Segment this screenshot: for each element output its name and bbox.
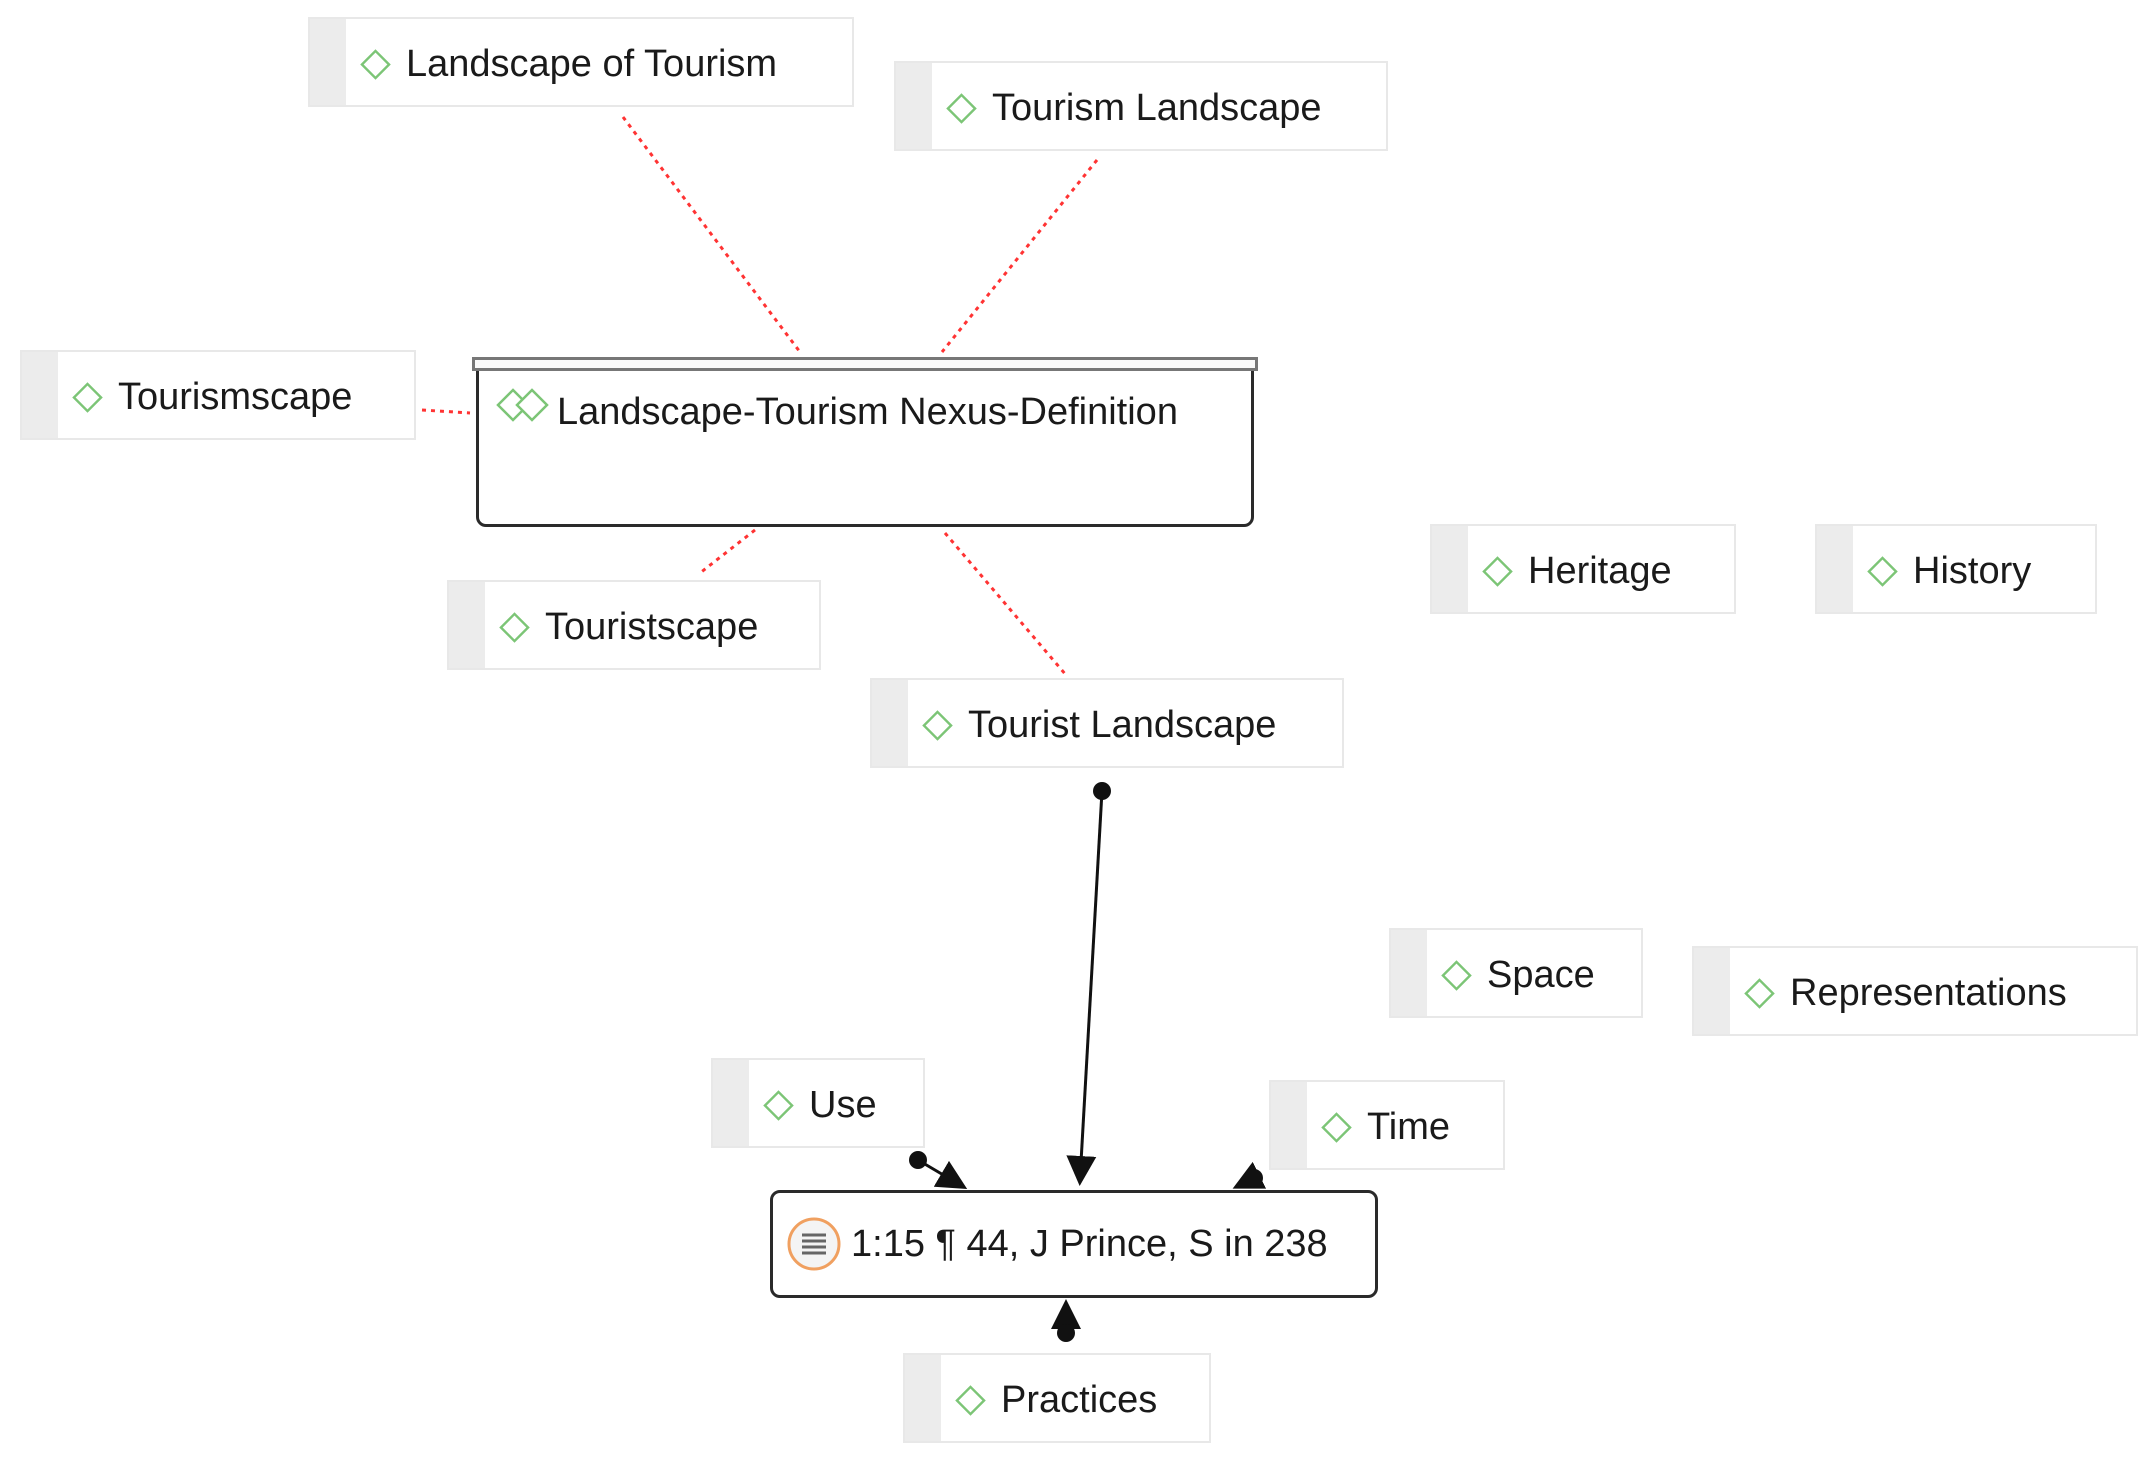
relation-tourist-landscape[interactable]: [1066, 790, 1104, 1186]
node-tab: [449, 582, 485, 668]
relation-time-dot: [1245, 1169, 1263, 1187]
node-tab: [1391, 930, 1427, 1016]
code-node-use[interactable]: Use: [711, 1058, 925, 1148]
code-node-tourismscape[interactable]: Tourismscape: [20, 350, 416, 440]
code-node-time[interactable]: Time: [1269, 1080, 1505, 1170]
node-tab: [905, 1355, 941, 1441]
relation-tourist-landscape-dot: [1093, 782, 1111, 800]
code-group-node[interactable]: Landscape-Tourism Nexus-Definition: [476, 357, 1254, 527]
code-node-touristscape[interactable]: Touristscape: [447, 580, 821, 670]
code-diamond-icon: [922, 710, 953, 741]
code-label: Time: [1367, 1106, 1451, 1148]
link-tourismscape[interactable]: [421, 408, 471, 415]
code-diamond-icon: [72, 382, 103, 413]
code-group-header-bar: [472, 357, 1258, 371]
code-node-tourism-landscape[interactable]: Tourism Landscape: [894, 61, 1388, 151]
node-tab: [872, 680, 908, 766]
node-tab: [1271, 1082, 1307, 1168]
link-landscape-of-tourism[interactable]: [621, 116, 802, 353]
code-diamond-icon: [1867, 556, 1898, 587]
quotation-node[interactable]: 1:15 ¶ 44, J Prince, S in 238: [770, 1190, 1378, 1298]
code-diamond-icon: [955, 1385, 986, 1416]
code-group-label: Landscape-Tourism Nexus-Definition: [557, 391, 1178, 433]
code-diamond-icon: [1744, 978, 1775, 1009]
relation-practices-dot: [1057, 1324, 1075, 1342]
code-label: Landscape of Tourism: [406, 43, 778, 85]
code-node-tourist-landscape[interactable]: Tourist Landscape: [870, 678, 1344, 768]
code-diamond-icon: [1321, 1112, 1352, 1143]
code-label: History: [1913, 550, 2032, 592]
code-label: Space: [1487, 954, 1595, 996]
code-group-icon: [496, 388, 549, 422]
link-touristscape[interactable]: [699, 528, 756, 575]
relation-use-dot: [909, 1151, 927, 1169]
code-label: Tourist Landscape: [968, 704, 1277, 746]
quotation-icon: [787, 1217, 841, 1271]
code-diamond-icon: [763, 1090, 794, 1121]
code-node-landscape-of-tourism[interactable]: Landscape of Tourism: [308, 17, 854, 107]
code-node-space[interactable]: Space: [1389, 928, 1643, 1018]
link-tourism-landscape[interactable]: [940, 159, 1099, 353]
code-diamond-icon: [1441, 960, 1472, 991]
code-label: Use: [809, 1084, 877, 1126]
node-tab: [22, 352, 58, 438]
code-label: Touristscape: [545, 606, 759, 648]
link-tourist-landscape[interactable]: [943, 532, 1068, 676]
code-diamond-icon: [360, 49, 391, 80]
code-diamond-icon: [1482, 556, 1513, 587]
node-tab: [1432, 526, 1468, 612]
code-node-representations[interactable]: Representations: [1692, 946, 2138, 1036]
node-tab: [1817, 526, 1853, 612]
node-tab: [310, 19, 346, 105]
code-label: Tourism Landscape: [992, 87, 1322, 129]
code-node-heritage[interactable]: Heritage: [1430, 524, 1736, 614]
code-label: Tourismscape: [118, 376, 353, 418]
code-node-history[interactable]: History: [1815, 524, 2097, 614]
code-node-practices[interactable]: Practices: [903, 1353, 1211, 1443]
code-diamond-icon: [946, 93, 977, 124]
node-tab: [896, 63, 932, 149]
code-label: Practices: [1001, 1379, 1158, 1421]
node-tab: [713, 1060, 749, 1146]
code-diamond-icon: [499, 612, 530, 643]
code-label: Heritage: [1528, 550, 1672, 592]
node-tab: [1694, 948, 1730, 1034]
code-label: Representations: [1790, 972, 2067, 1014]
quotation-label: 1:15 ¶ 44, J Prince, S in 238: [851, 1223, 1328, 1265]
